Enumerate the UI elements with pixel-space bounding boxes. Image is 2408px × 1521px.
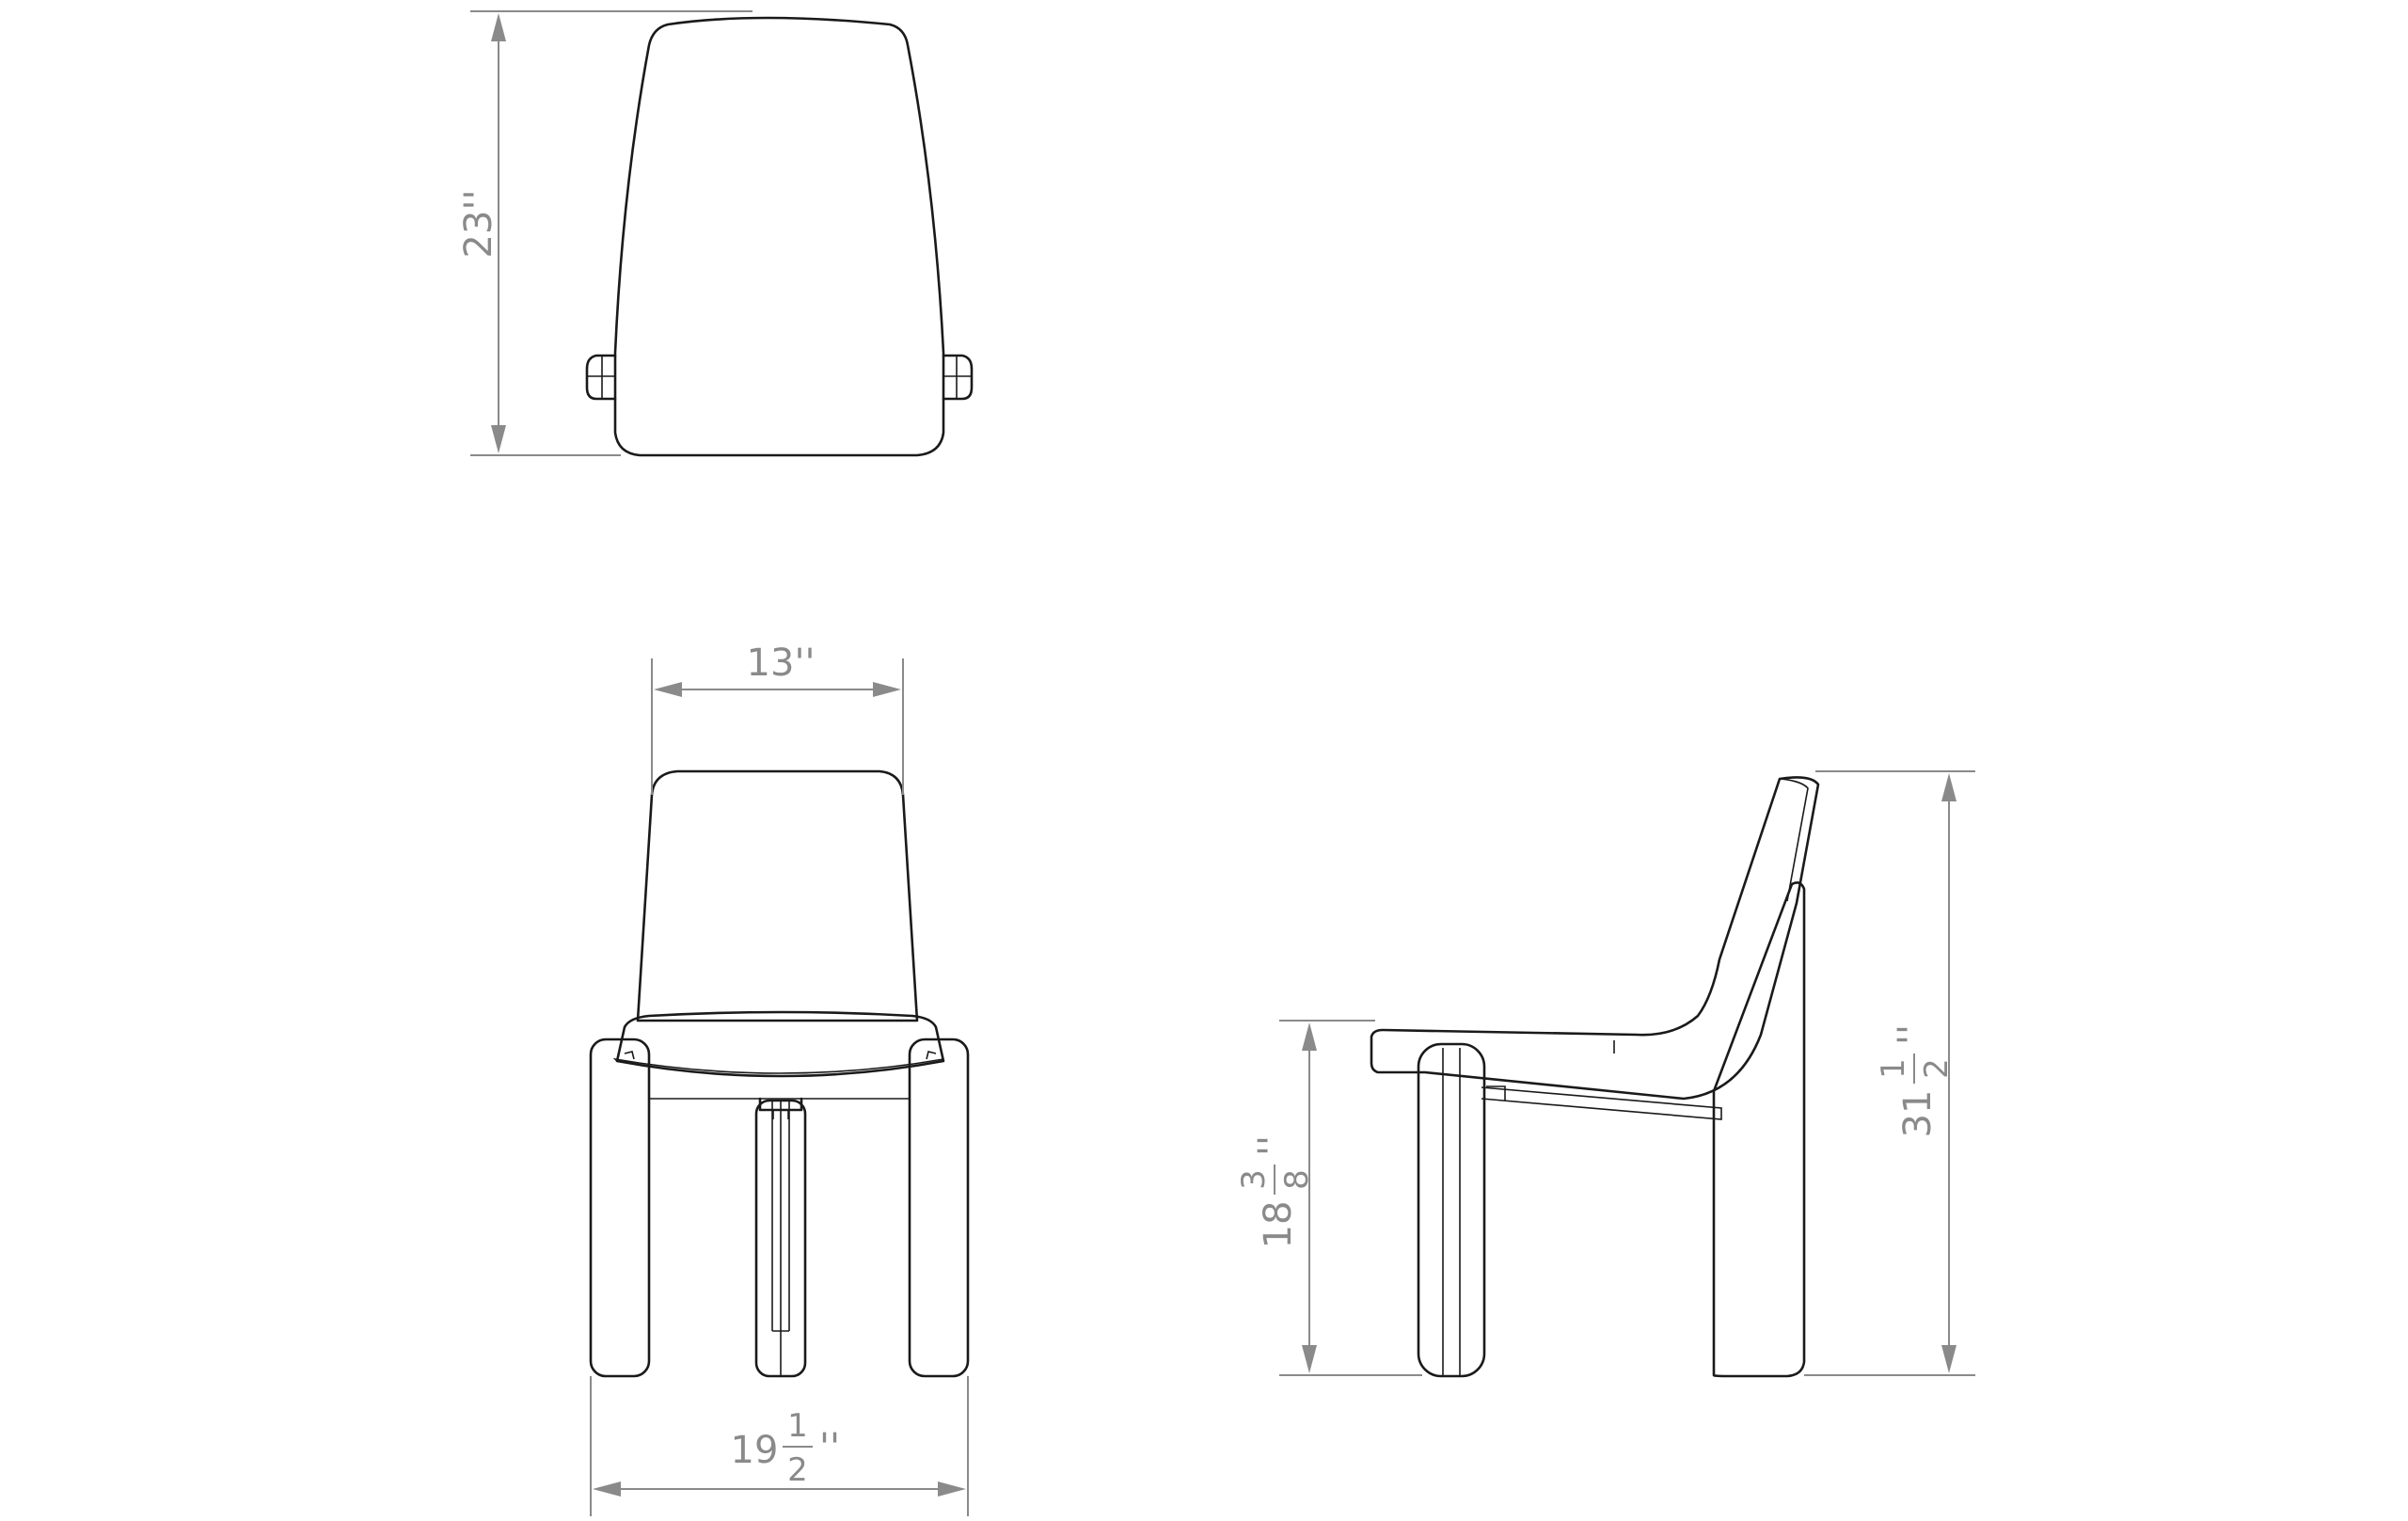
overall-width-numerator: 1 <box>787 1407 808 1445</box>
depth-dimension: 23'' <box>457 10 752 456</box>
back-width-label: 13'' <box>747 642 816 685</box>
side-view-rear-leg <box>1712 881 1806 1378</box>
front-view-backrest <box>636 769 919 1022</box>
overall-height-denominator: 2 <box>1918 1058 1956 1079</box>
overall-height-dimension: 31 1 2 '' <box>1804 770 1975 1376</box>
seat-height-dimension: 18 3 8 '' <box>1235 1020 1422 1376</box>
side-view-front-leg-outer <box>1417 1042 1486 1378</box>
top-view: 23'' <box>457 10 974 457</box>
seat-height-denominator: 8 <box>1278 1169 1316 1190</box>
front-view-left-leg <box>589 1038 651 1378</box>
overall-height-numerator: 1 <box>1875 1058 1912 1079</box>
top-view-seat-outline <box>613 16 945 457</box>
front-view: 13'' 19 1 2 '' <box>589 642 970 1516</box>
seat-height-whole: 18 <box>1257 1201 1300 1249</box>
overall-width-unit: '' <box>819 1426 840 1469</box>
top-view-left-clip <box>585 354 617 401</box>
back-width-dimension: 13'' <box>651 642 904 795</box>
overall-height-unit: '' <box>1891 1024 1934 1045</box>
depth-label: 23'' <box>457 190 500 259</box>
side-view: 18 3 8 '' 31 1 2 '' <box>1235 770 1975 1378</box>
overall-width-dimension: 19 1 2 '' <box>590 1376 969 1516</box>
seat-height-unit: '' <box>1251 1135 1294 1156</box>
side-view-seat-shell <box>1370 776 1820 1101</box>
seat-height-numerator: 3 <box>1235 1169 1273 1190</box>
overall-width-whole: 19 <box>731 1429 779 1472</box>
front-view-seat <box>615 1010 945 1078</box>
overall-width-denominator: 2 <box>787 1451 808 1489</box>
overall-height-whole: 31 <box>1896 1090 1940 1138</box>
top-view-right-clip <box>942 354 974 401</box>
front-view-right-leg <box>908 1038 970 1378</box>
